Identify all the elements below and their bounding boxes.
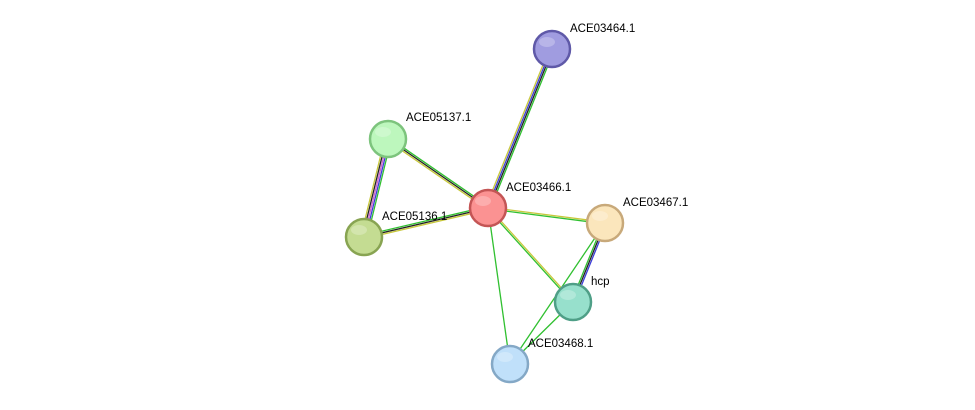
node-label: ACE05137.1 — [406, 112, 471, 124]
edge-line — [363, 205, 488, 237]
node-label: ACE03464.1 — [570, 23, 635, 35]
node-label: ACE03466.1 — [506, 182, 571, 194]
node-highlight — [375, 127, 391, 137]
edge-ace03466-1-hcp — [486, 207, 575, 303]
edge-line — [488, 49, 554, 209]
edge-ace03466-1-ace05136-1 — [363, 205, 489, 240]
node-circle[interactable] — [344, 217, 384, 257]
node-highlight — [475, 196, 491, 206]
node-circle[interactable] — [585, 203, 625, 243]
node-circle[interactable] — [368, 119, 408, 159]
node-ace03466-1[interactable]: ACE03466.1 — [468, 182, 571, 228]
node-highlight — [539, 37, 555, 47]
node-highlight — [351, 225, 367, 235]
edge-ace03466-1-ace03464-1 — [485, 47, 555, 210]
node-label: hcp — [591, 276, 610, 288]
edge-ace03466-1-ace05137-1 — [386, 137, 490, 210]
node-circle[interactable] — [532, 29, 572, 69]
node-highlight — [560, 290, 576, 300]
node-label: ACE03467.1 — [623, 197, 688, 209]
node-ace03467-1[interactable]: ACE03467.1 — [585, 197, 688, 243]
node-ace05136-1[interactable]: ACE05136.1 — [344, 211, 447, 257]
node-layer: ACE03464.1ACE05137.1ACE03466.1ACE03467.1… — [344, 23, 688, 384]
edge-line — [488, 207, 575, 302]
node-highlight — [497, 352, 513, 362]
edge-line — [487, 207, 511, 365]
edge-line — [486, 208, 573, 303]
node-ace03464-1[interactable]: ACE03464.1 — [532, 23, 635, 69]
edge-line — [488, 206, 606, 223]
node-circle[interactable] — [553, 282, 593, 322]
node-ace03468-1[interactable]: ACE03468.1 — [490, 338, 593, 384]
edge-line — [486, 48, 552, 208]
edge-ace03466-1-ace03467-1 — [487, 206, 606, 225]
node-label: ACE03468.1 — [528, 338, 593, 350]
edge-line — [363, 207, 489, 238]
node-circle[interactable] — [490, 344, 530, 384]
edge-line — [485, 47, 551, 208]
edge-line — [489, 49, 555, 210]
edge-line — [487, 208, 605, 225]
node-ace05137-1[interactable]: ACE05137.1 — [368, 112, 471, 159]
edge-line — [388, 137, 490, 208]
edge-ace03466-1-ace03468-1 — [487, 207, 511, 365]
edge-line — [364, 208, 489, 240]
node-highlight — [592, 211, 608, 221]
node-label: ACE05136.1 — [382, 211, 447, 223]
edge-line — [387, 138, 489, 209]
node-hcp[interactable]: hcp — [553, 276, 610, 322]
node-circle[interactable] — [468, 188, 508, 228]
edge-line — [386, 139, 488, 210]
